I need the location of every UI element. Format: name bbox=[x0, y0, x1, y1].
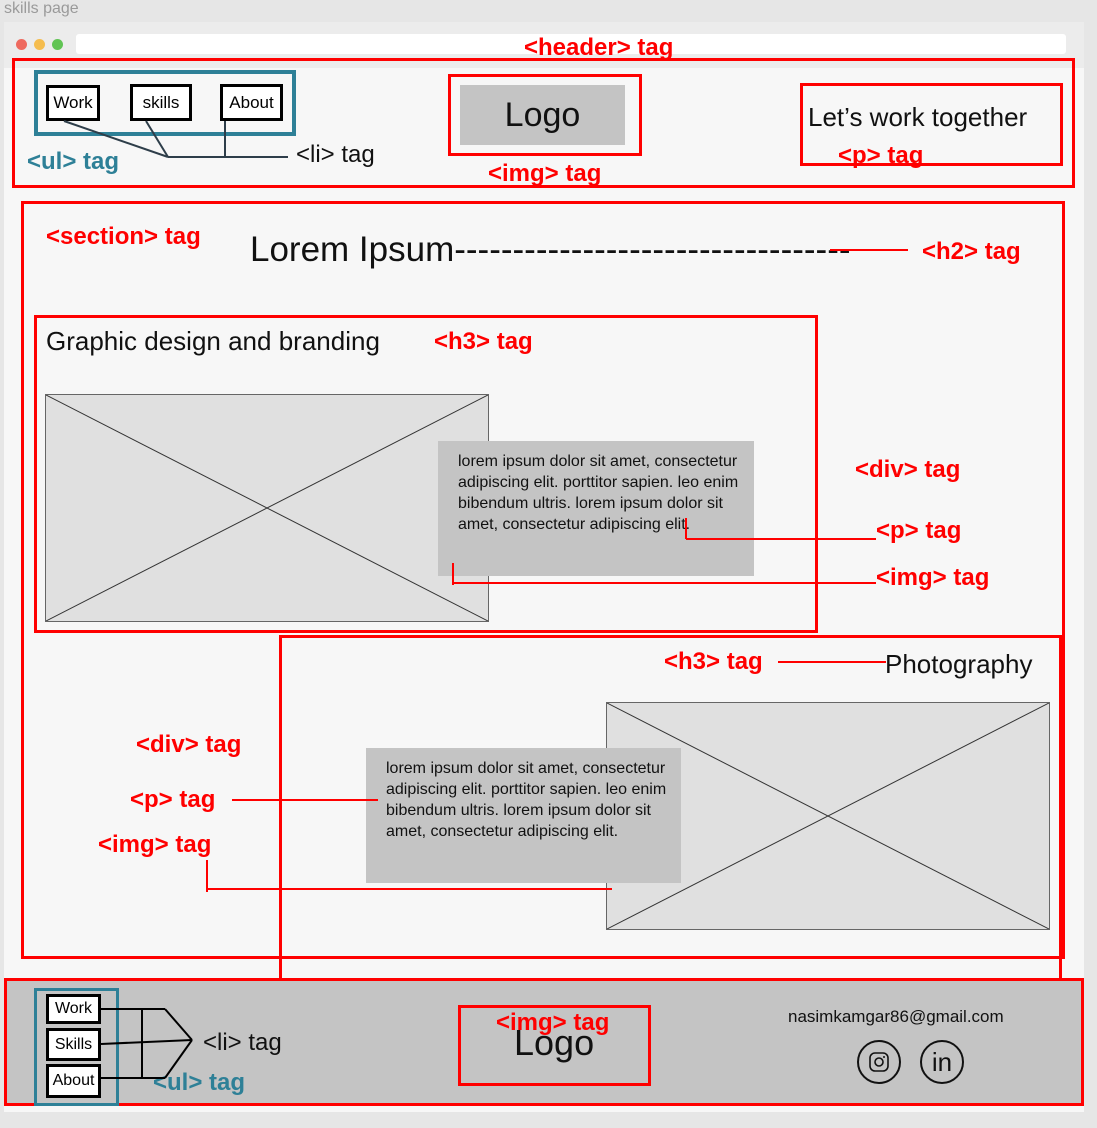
maximize-dot-icon[interactable] bbox=[52, 39, 63, 50]
footer-nav-list bbox=[34, 988, 119, 1106]
p-tag-label: <p> tag bbox=[838, 142, 924, 169]
header-box bbox=[12, 58, 1075, 188]
footer-email[interactable]: nasimkamgar86@gmail.com bbox=[788, 1007, 1004, 1026]
section-tag-label: <section> tag bbox=[46, 223, 201, 250]
img-tag-label-card1: <img> tag bbox=[876, 564, 990, 591]
img-tag-label-card2: <img> tag bbox=[98, 831, 212, 858]
div-tag-label-card1: <div> tag bbox=[855, 456, 961, 483]
photography-title: Photography bbox=[885, 649, 1033, 679]
linkedin-icon[interactable]: in bbox=[920, 1040, 964, 1084]
address-bar[interactable] bbox=[76, 34, 1066, 54]
section-heading: Lorem Ipsum-----------------------------… bbox=[250, 230, 851, 269]
p-tag-label-card1: <p> tag bbox=[876, 517, 962, 544]
close-dot-icon[interactable] bbox=[16, 39, 27, 50]
nav-about-link[interactable]: About bbox=[220, 84, 283, 121]
footer-nav-skills[interactable]: Skills bbox=[46, 1028, 101, 1061]
minimize-dot-icon[interactable] bbox=[34, 39, 45, 50]
h3-tag-label-card2: <h3> tag bbox=[664, 648, 763, 675]
ul-tag-label: <ul> tag bbox=[27, 148, 120, 175]
section-box bbox=[21, 201, 1065, 959]
footer-img-tag-label: <img> tag bbox=[496, 1009, 610, 1036]
footer-li-tag-label: <li> tag bbox=[203, 1029, 282, 1056]
div-tag-label-card2: <div> tag bbox=[136, 731, 242, 758]
img-tag-label: <img> tag bbox=[488, 160, 602, 187]
image-placeholder-cross-icon bbox=[46, 395, 488, 621]
nav-work-link[interactable]: Work bbox=[46, 85, 100, 121]
header-logo-box bbox=[448, 74, 642, 156]
header-cta-text[interactable]: Let’s work together bbox=[808, 102, 1028, 132]
footer-logo-box bbox=[458, 1005, 651, 1086]
h3-tag-label-card1: <h3> tag bbox=[434, 328, 533, 355]
h2-tag-label: <h2> tag bbox=[922, 238, 1021, 265]
graphic-design-card bbox=[34, 315, 818, 633]
p-tag-label-card2: <p> tag bbox=[130, 786, 216, 813]
footer-nav-about[interactable]: About bbox=[46, 1064, 101, 1098]
header-tag-label: <header> tag bbox=[524, 34, 674, 61]
graphic-design-title: Graphic design and branding bbox=[46, 326, 380, 356]
nav-skills-link[interactable]: skills bbox=[130, 84, 192, 121]
page-caption: skills page bbox=[4, 0, 79, 17]
graphic-design-image-placeholder bbox=[45, 394, 489, 622]
header-logo[interactable]: Logo bbox=[460, 85, 625, 145]
header-cta-box bbox=[800, 83, 1063, 166]
footer-nav-work[interactable]: Work bbox=[46, 994, 101, 1024]
photography-paragraph: lorem ipsum dolor sit amet, consectetur … bbox=[366, 748, 681, 883]
image-placeholder-cross-icon bbox=[607, 703, 1049, 929]
header-nav-list bbox=[34, 70, 296, 136]
instagram-icon[interactable] bbox=[857, 1040, 901, 1084]
footer-box bbox=[4, 978, 1084, 1106]
li-tag-label: <li> tag bbox=[296, 141, 375, 168]
footer-logo[interactable]: Logo bbox=[514, 1022, 595, 1063]
graphic-design-paragraph: lorem ipsum dolor sit amet, consectetur … bbox=[438, 441, 754, 576]
